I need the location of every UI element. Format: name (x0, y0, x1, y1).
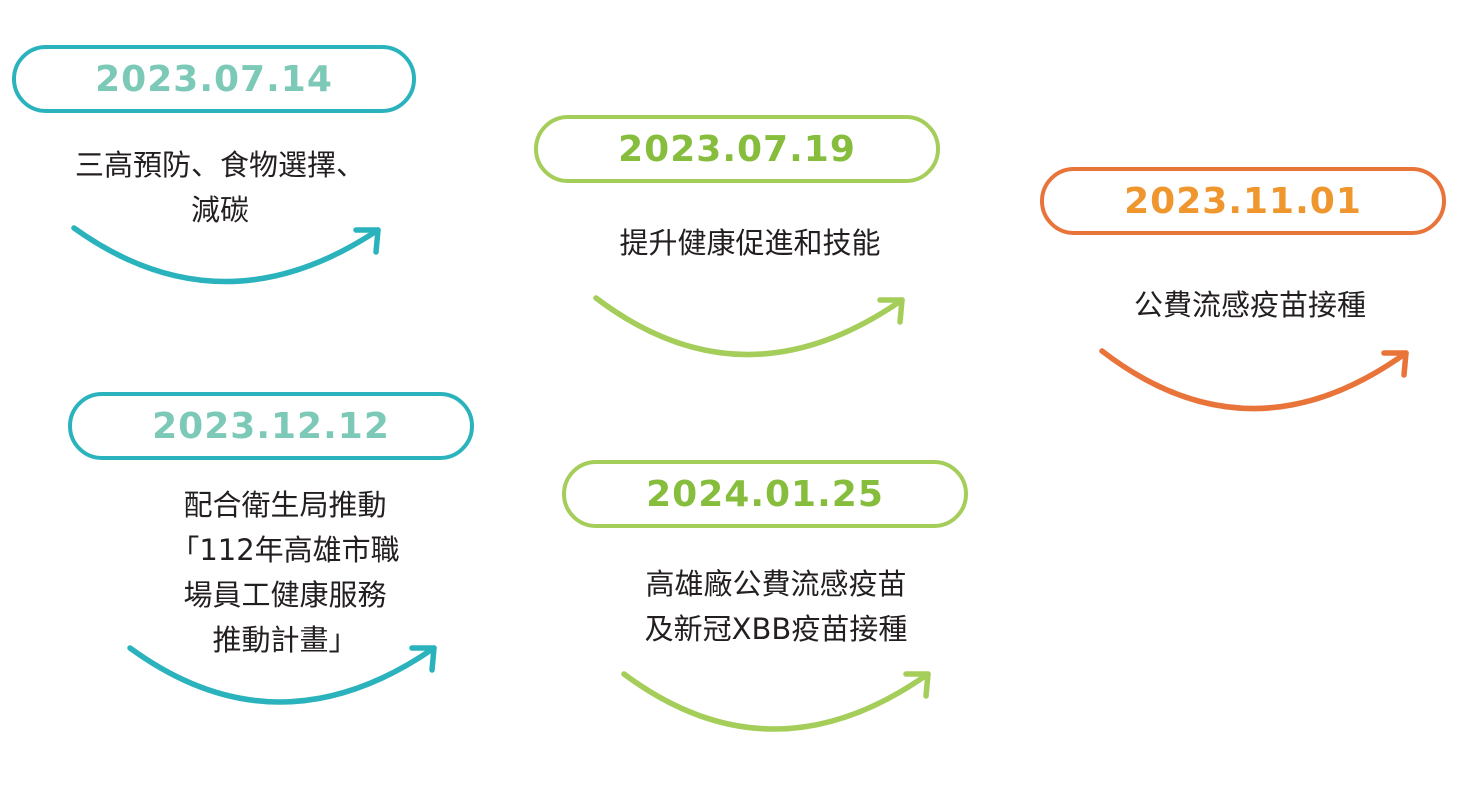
arrow-icon-e3 (1099, 348, 1409, 412)
event-description-e3: 公費流感疫苗接種 (1133, 288, 1366, 322)
arrow-icon-e4 (127, 645, 437, 705)
date-pill-e5: 2024.01.25 (562, 460, 968, 528)
arrow-icon-e2 (593, 295, 905, 358)
event-description-e1: 三高預防、食物選擇、 減碳 (74, 148, 365, 227)
date-label: 2023.12.12 (152, 405, 390, 447)
date-label: 2023.07.14 (95, 58, 333, 100)
event-description-e2: 提升健康促進和技能 (619, 226, 881, 260)
arrow-icon-e5 (621, 671, 931, 732)
date-label: 2023.11.01 (1124, 180, 1362, 222)
date-pill-e4: 2023.12.12 (68, 392, 474, 460)
date-pill-e1: 2023.07.14 (12, 45, 416, 113)
event-description-e5: 高雄廠公費流感疫苗 及新冠XBB疫苗接種 (644, 567, 908, 646)
date-pill-e2: 2023.07.19 (534, 115, 940, 183)
date-label: 2023.07.19 (618, 128, 856, 170)
event-description-e4: 配合衛生局推動 「112年高雄市職 場員工健康服務 推動計畫」 (170, 488, 400, 657)
date-label: 2024.01.25 (646, 473, 884, 515)
date-pill-e3: 2023.11.01 (1040, 167, 1446, 235)
arrow-icon-e1 (71, 225, 381, 285)
